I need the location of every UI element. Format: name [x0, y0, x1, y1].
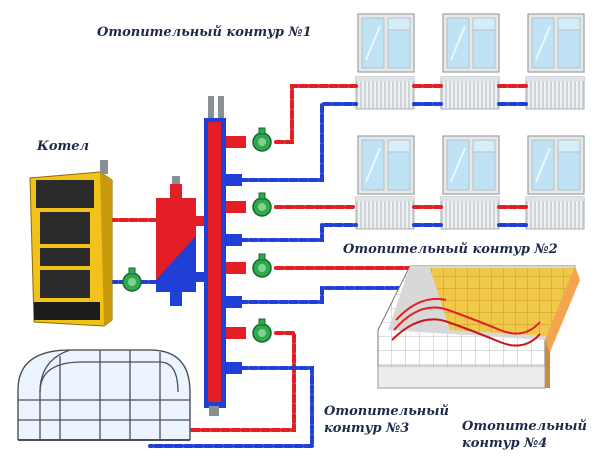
- circuit-1-supply-pipe: [274, 84, 528, 144]
- circuit-1-label: Отопительный контур №1: [97, 25, 312, 40]
- pump-icon: [252, 127, 272, 152]
- circuit-1-windows: [355, 13, 585, 110]
- radiator-icon: [355, 76, 415, 110]
- circuit-2-return-pipe: [238, 223, 528, 242]
- circuit-3-label-line2: контур №3: [324, 421, 409, 436]
- circuit-3-supply-pipe: [188, 331, 296, 432]
- hydraulic-separator-icon: [156, 176, 210, 306]
- radiator-icon: [440, 196, 500, 230]
- pumps: [122, 127, 272, 343]
- radiator-icon: [525, 76, 585, 110]
- circuit-1-return-pipe: [238, 102, 528, 182]
- circuit-4-label-line1: Отопительный: [462, 419, 587, 434]
- circuit-3-label-line1: Отопительный: [324, 404, 449, 419]
- radiator-icon: [440, 76, 500, 110]
- pump-icon: [252, 192, 272, 217]
- window-icon: [357, 135, 415, 195]
- circuit-4-label-line2: контур №4: [462, 436, 547, 451]
- circuit-3-return-pipe: [148, 366, 314, 448]
- window-icon: [442, 135, 500, 195]
- manifold-icon: [204, 96, 246, 416]
- window-icon: [527, 135, 585, 195]
- greenhouse-icon: [17, 349, 191, 441]
- pump-icon: [252, 318, 272, 343]
- window-icon: [527, 13, 585, 73]
- window-icon: [357, 13, 415, 73]
- pump-icon: [252, 253, 272, 278]
- circuit-2-windows: [355, 135, 585, 230]
- radiator-icon: [355, 196, 415, 230]
- pump-icon: [122, 267, 142, 292]
- boiler-icon: [29, 160, 113, 327]
- underfloor-heating-icon: [377, 265, 580, 389]
- circuit-2-label: Отопительный контур №2: [343, 242, 558, 257]
- radiator-icon: [525, 196, 585, 230]
- boiler-label: Котел: [36, 139, 89, 154]
- circuit-4-return-pipe: [238, 286, 412, 304]
- window-icon: [442, 13, 500, 73]
